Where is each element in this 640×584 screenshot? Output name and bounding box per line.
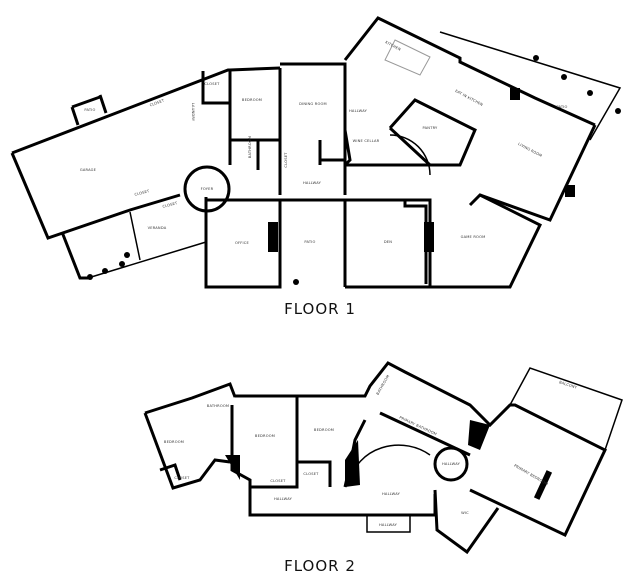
room-label: HALLWAY — [303, 181, 322, 185]
room-label: CLOSET — [204, 82, 220, 86]
room-label: GAME ROOM — [461, 235, 486, 239]
room-label: HALLWAY — [274, 497, 293, 501]
room-label: CLOSET — [174, 476, 190, 480]
room-label: PRIMARY BEDROOM — [513, 464, 548, 487]
room-label: CLOSET — [162, 201, 178, 209]
floor1-title: FLOOR 1 — [284, 300, 356, 318]
room-label: BEDROOM — [255, 434, 275, 438]
room-label: DINING ROOM — [299, 102, 327, 106]
room-label: CLOSET — [270, 479, 286, 483]
room-label: CLOSET — [303, 472, 319, 476]
room-label: HALLWAY — [382, 492, 401, 496]
room-label: FOYER — [201, 187, 214, 191]
room-label: EAT IN KITCHEN — [454, 89, 483, 107]
room-label: PANTRY — [423, 126, 439, 130]
room-label: BEDROOM — [242, 98, 262, 102]
room-label: KITCHEN — [385, 40, 402, 52]
floor1-walls — [10, 16, 622, 289]
room-label: OFFICE — [235, 241, 250, 245]
room-label: HALLWAY — [442, 462, 461, 466]
room-label: CLOSET — [149, 98, 165, 107]
room-label: BATHROOM — [207, 404, 229, 408]
room-label: PATIO — [556, 105, 567, 109]
room-label: PATIO — [84, 108, 95, 112]
room-label: GARAGE — [80, 168, 97, 172]
room-label: LAUNDRY — [191, 103, 195, 122]
room-label: DEN — [384, 240, 392, 244]
floor1-labels: PATIO CLOSET CLOSET BEDROOM DINING ROOM … — [80, 40, 568, 318]
room-label: PATIO — [304, 240, 315, 244]
room-label: CLOSET — [134, 189, 150, 197]
room-label: BATHROOM — [248, 136, 252, 158]
room-label: WIC — [461, 511, 469, 515]
floor2-walls — [143, 361, 623, 555]
floor2-title: FLOOR 2 — [284, 557, 356, 575]
room-label: BEDROOM — [314, 428, 334, 432]
room-label: VERANDA — [148, 226, 167, 230]
room-label: WINE CELLAR — [353, 139, 380, 143]
room-label: HALLWAY — [379, 523, 398, 527]
room-label: BALCONY — [559, 380, 578, 390]
room-label: CLOSET — [284, 152, 288, 168]
room-label: HALLWAY — [349, 109, 368, 113]
room-label: BEDROOM — [164, 440, 184, 444]
room-label: LIVING ROOM — [517, 142, 542, 158]
